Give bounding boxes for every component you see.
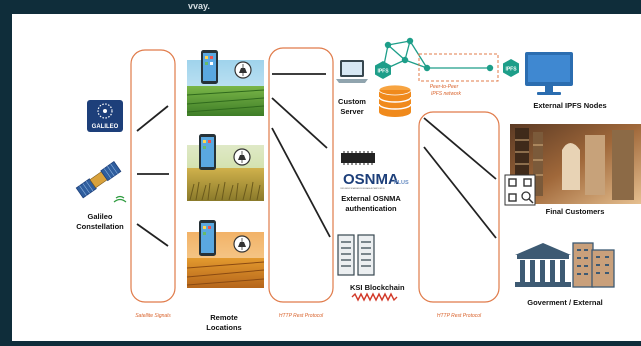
government-external-label: Goverment / External [527,298,602,307]
remote-location-image-1 [186,60,265,116]
remote-locations-label-1: Remote [210,313,238,322]
network-node [406,37,414,45]
monitor-icon [525,52,573,95]
top-strip [0,0,641,14]
osnma-plus-text: PLUS [394,180,409,186]
http-protocol-label-2: HTTP Rest Protocol [437,313,482,319]
server-rack-icon [337,234,375,276]
phone-field-icon [199,220,216,256]
satellite-signal-icon [113,195,127,203]
http-protocol-box-1 [268,47,334,303]
external-ipfs-nodes-label: External IPFS Nodes [533,101,606,110]
galileo-logo-icon: GALILEO [87,100,123,132]
network-node [384,41,392,49]
satellite-icon [75,161,122,199]
satellite-signals-box [130,49,176,303]
signal-line-bottom [136,223,169,247]
tractor-badge-icon [234,61,252,79]
ipfs-node-icon: IPFS [503,59,519,77]
remote-locations-label-2: Locations [206,323,241,332]
p2p-label-2: IPFS network [431,91,462,97]
http-line-2 [271,97,328,149]
tractor-badge-icon [233,235,251,253]
final-customers-label: Final Customers [546,207,605,216]
signal-line-top [136,105,169,132]
osnma-chip-icon [341,151,375,165]
network-node [486,64,494,72]
external-osnma-label-2: authentication [345,204,397,213]
ipfs-node-label-1: IPFS [377,69,389,75]
p2p-label-1: Peer-to-Peer [430,84,459,90]
http-protocol-label-1: HTTP Rest Protocol [279,313,324,319]
http-line-5 [423,146,497,239]
laptop-icon [336,60,368,83]
city-building-icon [572,242,615,288]
remote-location-image-2 [187,145,264,201]
osnma-logo-text: OSNMA [343,171,399,188]
cut-header-text: vvay. [188,1,210,11]
network-node [401,56,409,64]
galileo-constellation-label-1: Galileo [87,212,112,221]
http-line-3 [271,127,331,238]
ksi-chain-icon [351,292,398,302]
http-protocol-box-2 [418,111,500,303]
p2p-network-box [418,53,499,82]
osnma-subtitle-text: OPEN SERVICE NAVIGATION MESSAGE AUTHENTI… [340,187,385,190]
http-line-4 [423,117,497,180]
external-osnma-label-1: External OSNMA [341,194,401,203]
satellite-signals-label: Satellite Signals [135,313,171,319]
ipfs-node-icon: IPFS [375,61,391,79]
phone-field-icon [201,50,218,84]
ksi-blockchain-label: KSI Blockchain [350,283,405,292]
ipfs-node-label-2: IPFS [505,67,517,73]
galileo-constellation-label-2: Constellation [76,222,124,231]
government-building-icon [515,243,571,287]
custom-server-label-1: Custom [338,97,366,106]
database-icon [378,84,412,117]
qr-code-icon [504,174,536,206]
phone-field-icon [199,134,216,170]
remote-location-image-3 [186,232,265,288]
galileo-logo-text: GALILEO [92,124,119,130]
custom-server-label-2: Server [340,107,363,116]
tractor-badge-icon [233,148,251,166]
